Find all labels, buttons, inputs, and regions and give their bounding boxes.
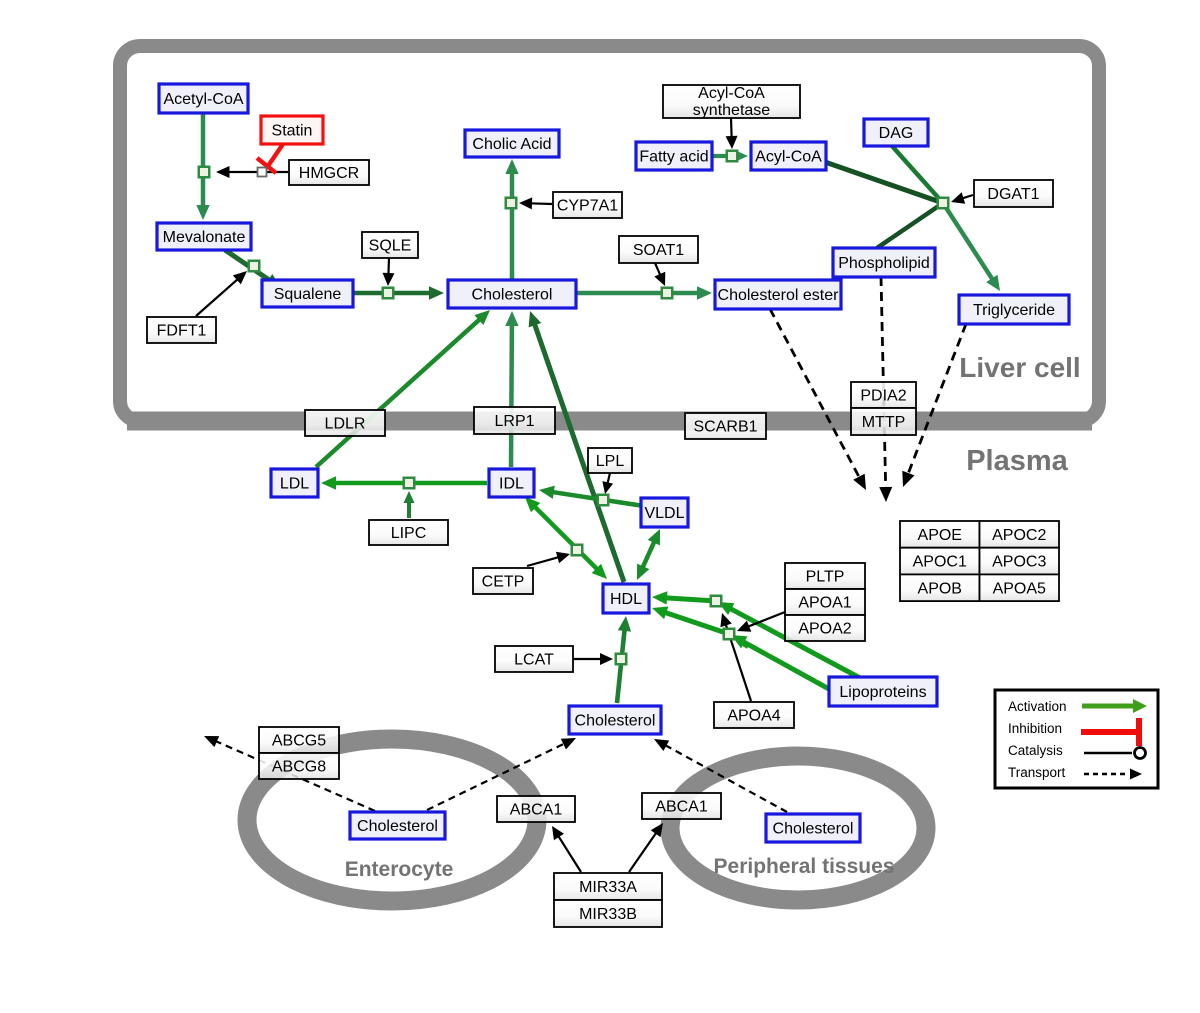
svg-text:Inhibition: Inhibition <box>1008 721 1062 736</box>
svg-text:APOA5: APOA5 <box>993 580 1046 597</box>
svg-text:LIPC: LIPC <box>391 525 427 542</box>
svg-text:Statin: Statin <box>272 123 313 140</box>
svg-text:APOA2: APOA2 <box>798 621 851 638</box>
svg-text:SCARB1: SCARB1 <box>693 419 757 436</box>
svg-text:FDFT1: FDFT1 <box>157 323 207 340</box>
svg-text:Activation: Activation <box>1008 699 1067 714</box>
svg-text:PDIA2: PDIA2 <box>860 388 906 405</box>
svg-text:Plasma: Plasma <box>966 445 1068 477</box>
svg-text:CYP7A1: CYP7A1 <box>557 198 618 215</box>
svg-text:DAG: DAG <box>879 125 914 142</box>
svg-text:Acyl-CoA: Acyl-CoA <box>698 85 765 102</box>
svg-text:Lipoproteins: Lipoproteins <box>839 684 926 701</box>
svg-text:Squalene: Squalene <box>274 286 342 303</box>
svg-text:APOE: APOE <box>918 527 962 544</box>
svg-text:Peripheral tissues: Peripheral tissues <box>714 855 895 878</box>
svg-text:LCAT: LCAT <box>514 652 554 669</box>
svg-text:Phospholipid: Phospholipid <box>838 255 930 272</box>
svg-text:Cholic Acid: Cholic Acid <box>472 136 551 153</box>
svg-text:APOC2: APOC2 <box>992 527 1046 544</box>
svg-text:MIR33B: MIR33B <box>579 906 637 923</box>
svg-text:MTTP: MTTP <box>862 414 906 431</box>
svg-text:ABCA1: ABCA1 <box>655 799 708 816</box>
svg-text:Transport: Transport <box>1008 765 1066 780</box>
svg-text:DGAT1: DGAT1 <box>987 186 1039 203</box>
svg-text:Mevalonate: Mevalonate <box>163 229 246 246</box>
svg-text:Acyl-CoA: Acyl-CoA <box>755 149 822 166</box>
svg-text:IDL: IDL <box>499 476 524 493</box>
svg-text:APOA4: APOA4 <box>727 708 780 725</box>
svg-text:Cholesterol: Cholesterol <box>575 713 656 730</box>
svg-text:SQLE: SQLE <box>369 238 412 255</box>
svg-text:Cholesterol: Cholesterol <box>357 818 438 835</box>
svg-text:LPL: LPL <box>596 453 625 470</box>
svg-text:PLTP: PLTP <box>806 569 845 586</box>
svg-text:Enterocyte: Enterocyte <box>345 858 454 881</box>
svg-text:LDL: LDL <box>280 476 309 493</box>
svg-text:Acetyl-CoA: Acetyl-CoA <box>163 91 243 108</box>
svg-text:LRP1: LRP1 <box>494 413 534 430</box>
svg-text:Liver cell: Liver cell <box>959 352 1080 383</box>
svg-text:Catalysis: Catalysis <box>1008 743 1063 758</box>
svg-text:ABCA1: ABCA1 <box>510 802 563 819</box>
svg-text:LDLR: LDLR <box>325 416 366 433</box>
svg-text:Cholesterol: Cholesterol <box>773 821 854 838</box>
svg-text:ABCG8: ABCG8 <box>272 759 326 776</box>
svg-text:HDL: HDL <box>610 591 642 608</box>
svg-text:APOC3: APOC3 <box>992 554 1046 571</box>
svg-text:Cholesterol: Cholesterol <box>472 287 553 304</box>
svg-text:MIR33A: MIR33A <box>579 879 637 896</box>
svg-text:Fatty acid: Fatty acid <box>639 149 708 166</box>
svg-text:Cholesterol ester: Cholesterol ester <box>718 287 840 304</box>
svg-text:CETP: CETP <box>482 574 525 591</box>
svg-text:ABCG5: ABCG5 <box>272 733 326 750</box>
svg-text:APOB: APOB <box>918 580 962 597</box>
svg-text:Triglyceride: Triglyceride <box>973 302 1055 319</box>
svg-text:APOC1: APOC1 <box>913 554 967 571</box>
svg-text:synthetase: synthetase <box>693 102 770 119</box>
svg-text:VLDL: VLDL <box>644 505 684 522</box>
svg-text:APOA1: APOA1 <box>798 595 851 612</box>
svg-text:SOAT1: SOAT1 <box>633 242 684 259</box>
svg-text:HMGCR: HMGCR <box>299 165 359 182</box>
